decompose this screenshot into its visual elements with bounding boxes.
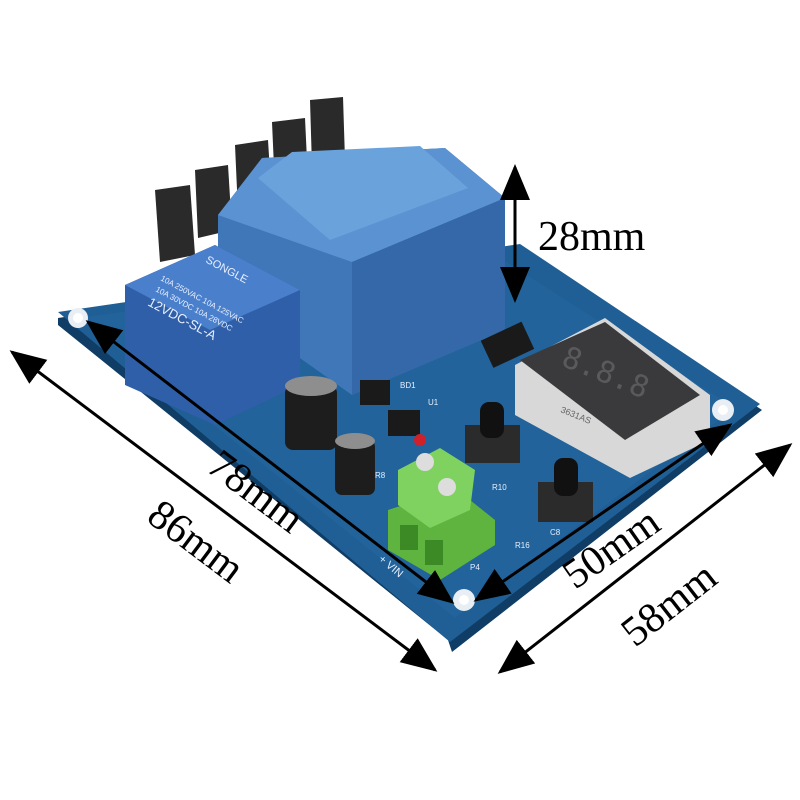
silk-r10: R10 (492, 483, 507, 492)
silk-bd1: BD1 (400, 381, 416, 390)
silk-p4: P4 (470, 563, 480, 572)
led (414, 434, 426, 446)
silk-u1: U1 (428, 398, 439, 407)
height-label: 28mm (538, 214, 646, 260)
bridge-rectifier (360, 380, 390, 405)
capacitor-small (335, 433, 375, 495)
capacitor-large (285, 376, 337, 450)
ic-chip (480, 321, 535, 368)
outer-length-label: 86mm (139, 491, 253, 593)
outer-width-arrow (497, 443, 793, 674)
silk-r8: R8 (375, 471, 386, 480)
silk-r16: R16 (515, 541, 530, 550)
outer-length-arrow (9, 350, 438, 672)
regulator (388, 410, 420, 436)
silk-c8: C8 (550, 528, 561, 537)
